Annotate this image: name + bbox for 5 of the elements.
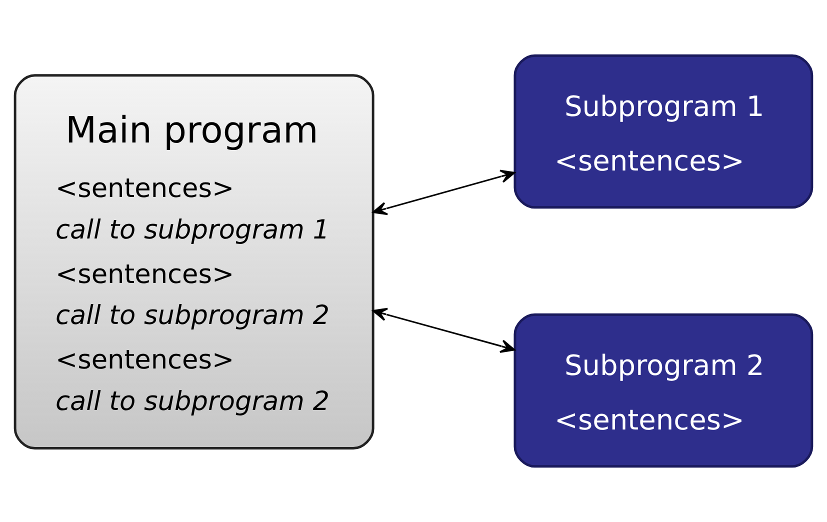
node-box: Subprogram 2 <sentences>	[514, 313, 814, 468]
node-box: Subprogram 1 <sentences>	[514, 54, 814, 209]
arrow	[372, 170, 516, 216]
node-box: Main program <sentences> call to subprogram 1 <sentences> call to subprogram 2 <sentences> call to subprogram 2	[14, 74, 374, 450]
arrow	[372, 308, 516, 353]
